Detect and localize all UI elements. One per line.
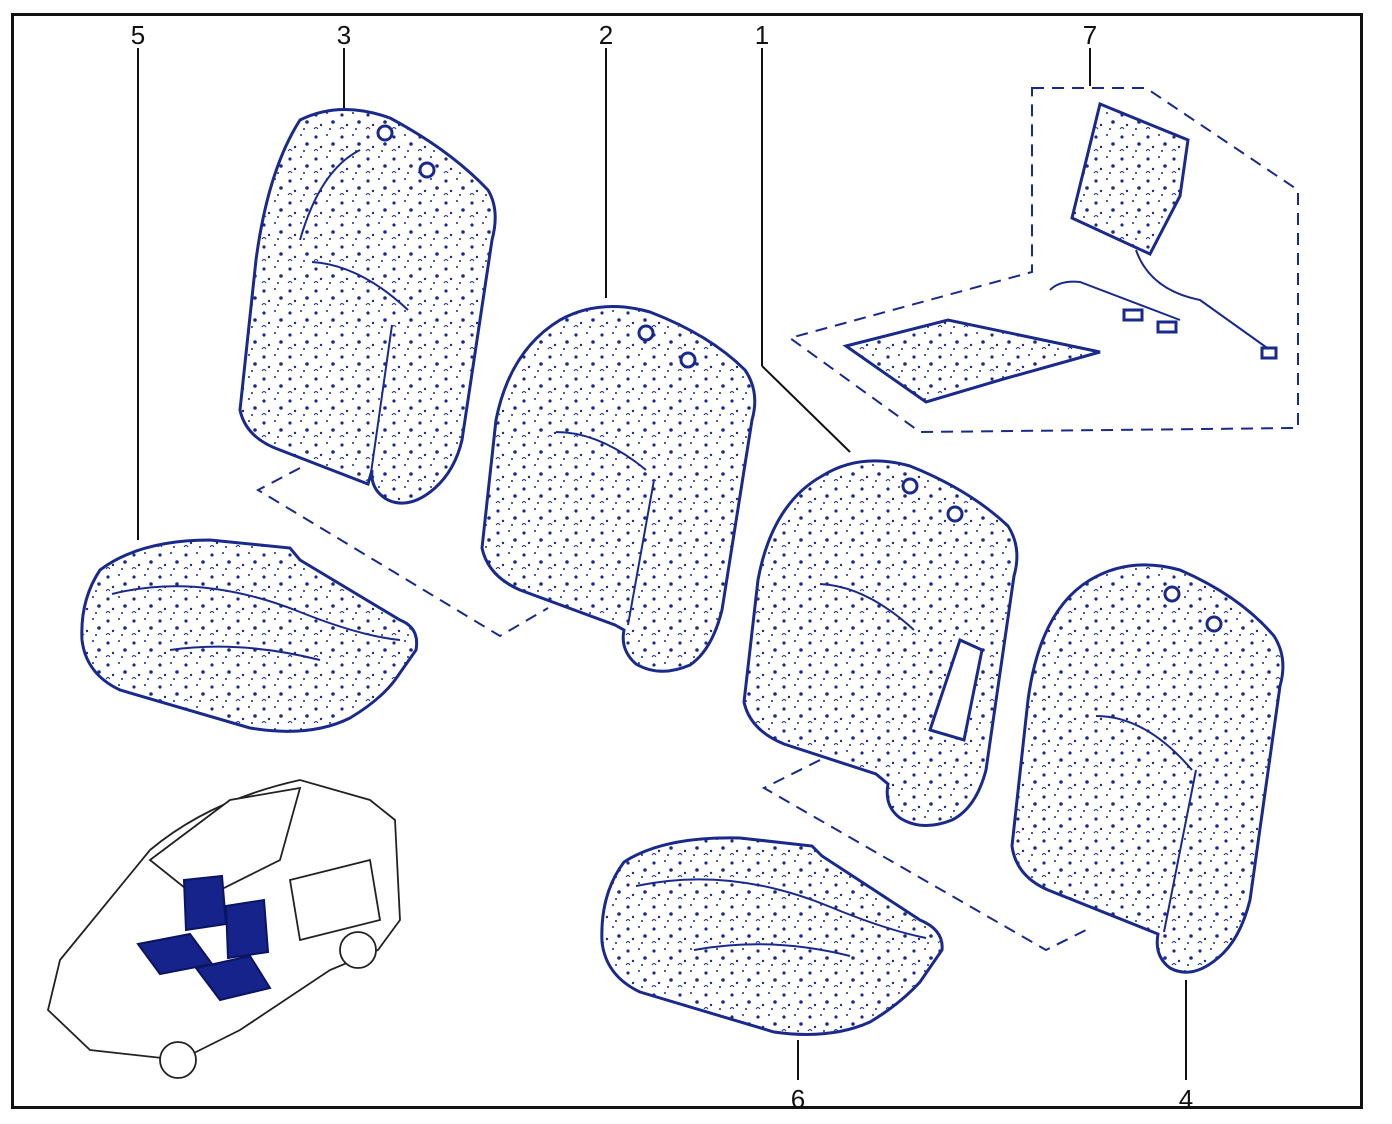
assembly-guide-left: [255, 467, 549, 638]
part-1-seatback: [742, 459, 1019, 827]
van-icon: [47, 779, 401, 1079]
part-6-cushion: [600, 836, 944, 1036]
callout-7: 7: [1083, 20, 1097, 50]
callout-4: 4: [1179, 1084, 1193, 1114]
part-7-heating-kit: [787, 87, 1299, 434]
callout-1: 1: [755, 20, 769, 50]
callout-6: 6: [791, 1084, 805, 1114]
callout-3: 3: [337, 20, 351, 50]
leader-1b: [761, 365, 851, 453]
part-4-seatback: [1010, 563, 1285, 974]
part-3-seatback: [238, 108, 497, 505]
part-2-seatback: [480, 305, 757, 673]
part-5-cushion: [80, 538, 419, 733]
diagram-frame: [11, 13, 1363, 1109]
callout-2: 2: [599, 20, 613, 50]
assembly-guide-right: [761, 759, 1091, 952]
callout-5: 5: [131, 20, 145, 50]
